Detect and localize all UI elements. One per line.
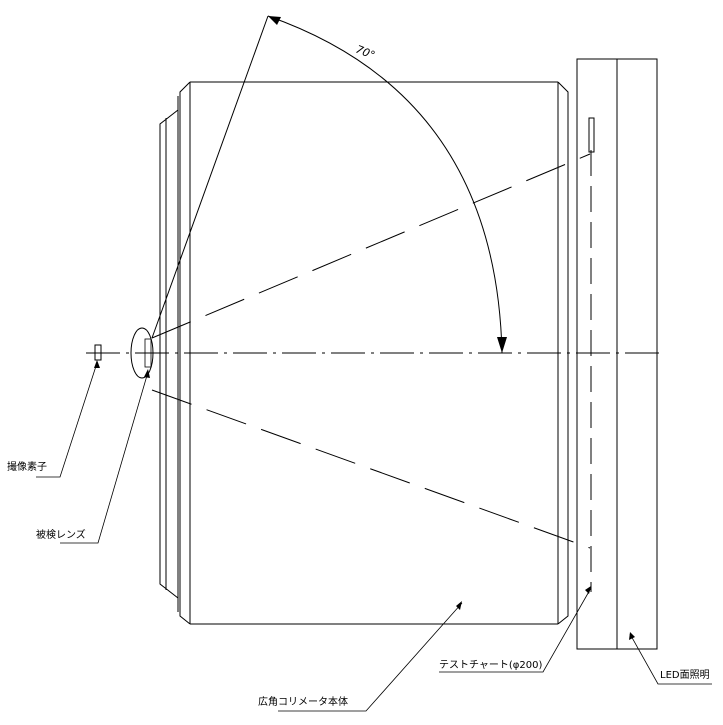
- collimator-body: [189, 81, 569, 625]
- label-led-illumination: LED面照明: [660, 669, 710, 681]
- label-test-chart: テストチャート(φ200): [439, 659, 542, 671]
- fov-ray-upper: [151, 153, 591, 339]
- label-image-sensor: 撮像素子: [7, 460, 47, 473]
- leader-lens-under-test: [60, 369, 150, 544]
- collimator-flange: [159, 81, 191, 625]
- angle-ray: [151, 15, 269, 339]
- leader-led-illumination: [629, 632, 712, 685]
- leader-test-chart: [439, 586, 592, 673]
- leader-image-sensor: [36, 360, 100, 478]
- image-sensor: [94, 344, 102, 361]
- fov-ray-lower: [151, 389, 591, 549]
- test-chart-plate: [576, 58, 618, 650]
- lens-under-test: [130, 327, 154, 379]
- label-lens-under-test: 被検レンズ: [36, 528, 86, 541]
- leader-collimator-body: [278, 601, 463, 712]
- label-collimator-body: 広角コリメータ本体: [258, 695, 348, 708]
- led-panel: [616, 58, 658, 650]
- angle-dimension: [267, 15, 507, 354]
